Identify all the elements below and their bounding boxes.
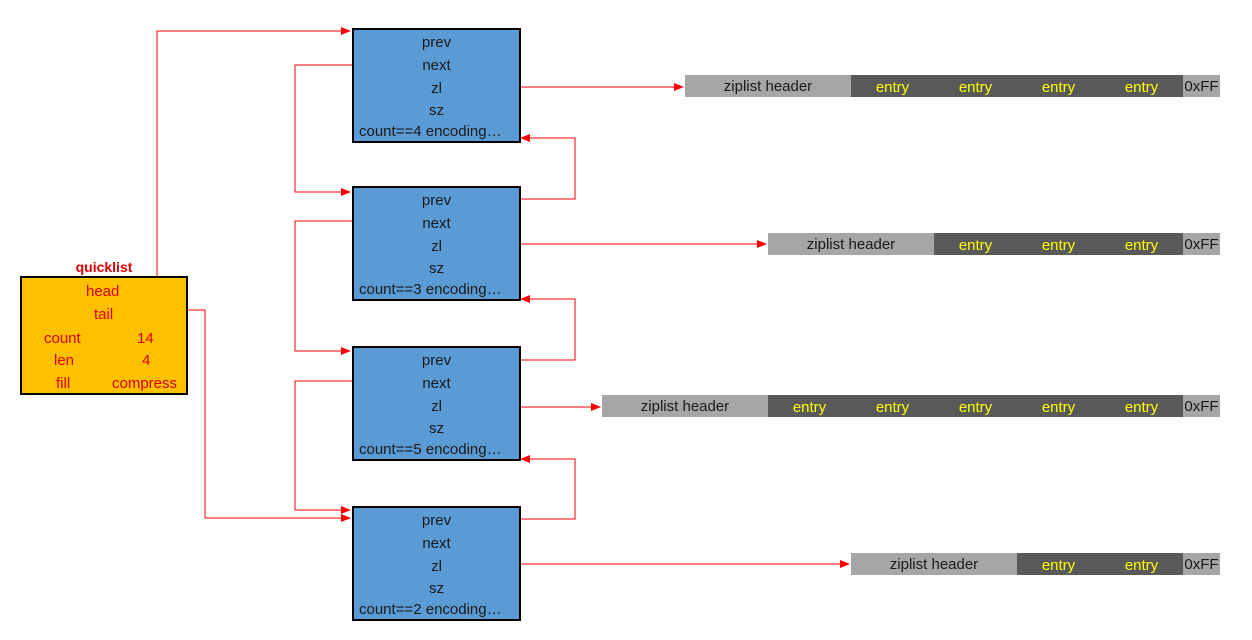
- ziplist-entry: entry: [958, 237, 993, 254]
- ziplist-header: ziplist header: [602, 395, 768, 417]
- node-zl-field: zl: [431, 398, 442, 415]
- node-encoding: encoding…: [425, 123, 502, 140]
- ziplist-end-marker: 0xFF: [1183, 75, 1220, 97]
- ziplist: ziplist header entry entry entry entry e…: [602, 395, 1220, 417]
- node-prev-field: prev: [421, 34, 452, 51]
- node-encoding: encoding…: [425, 601, 502, 618]
- ziplist: ziplist header entry entry entry entry 0…: [685, 75, 1220, 97]
- node-sz-field: sz: [429, 102, 444, 119]
- ziplist-entry: entry: [792, 399, 827, 416]
- quicklist-len-label: len: [54, 352, 75, 369]
- ziplist: ziplist header entry entry 0xFF: [851, 553, 1220, 575]
- node-next-field: next: [422, 57, 451, 74]
- node-count-encoding-field: count==5 encoding…: [354, 441, 517, 459]
- ziplist-header: ziplist header: [851, 553, 1017, 575]
- quicklist-node: prev next zl sz count==4 encoding…: [352, 28, 521, 143]
- node-encoding: encoding…: [425, 441, 502, 458]
- node-zl-field: zl: [431, 80, 442, 97]
- quicklist-len-value: 4: [142, 352, 151, 369]
- quicklist-node: prev next zl sz count==3 encoding…: [352, 186, 521, 301]
- node-count: count==3: [359, 281, 422, 298]
- node-prev-field: prev: [421, 192, 452, 209]
- ziplist-entry: entry: [1124, 237, 1159, 254]
- ziplist-header: ziplist header: [768, 233, 934, 255]
- ziplist-entry: entry: [958, 399, 993, 416]
- ziplist-end-marker: 0xFF: [1183, 553, 1220, 575]
- ziplist-end-marker: 0xFF: [1183, 233, 1220, 255]
- node-count: count==4: [359, 123, 422, 140]
- ziplist-entry: entry: [1041, 557, 1076, 574]
- quicklist-compress-label: compress: [112, 375, 178, 392]
- ziplist-entry: entry: [1041, 79, 1076, 96]
- quicklist-head-field: head: [86, 283, 120, 300]
- quicklist-tail-field: tail: [94, 306, 114, 323]
- quicklist-count-value: 14: [137, 330, 154, 347]
- quicklist-node: prev next zl sz count==5 encoding…: [352, 346, 521, 461]
- node-zl-field: zl: [431, 238, 442, 255]
- node-next-field: next: [422, 375, 451, 392]
- next-pointer-arrow: [294, 380, 398, 514]
- quicklist-count-label: count: [44, 330, 81, 347]
- node-next-field: next: [422, 535, 451, 552]
- ziplist-entries: entry entry: [1017, 553, 1183, 575]
- ziplist-entry: entry: [1124, 557, 1159, 574]
- node-prev-field: prev: [421, 512, 452, 529]
- node-sz-field: sz: [429, 420, 444, 437]
- quicklist-fill-label: fill: [56, 375, 71, 392]
- ziplist-end-marker: 0xFF: [1183, 395, 1220, 417]
- ziplist-entries: entry entry entry entry: [851, 75, 1183, 97]
- next-pointer-arrow: [294, 64, 398, 196]
- node-zl-field: zl: [431, 558, 442, 575]
- ziplist-entries: entry entry entry: [934, 233, 1183, 255]
- ziplist-entry: entry: [958, 79, 993, 96]
- next-pointer-arrow: [294, 220, 398, 355]
- ziplist-entries: entry entry entry entry entry: [768, 395, 1183, 417]
- node-count-encoding-field: count==3 encoding…: [354, 281, 517, 299]
- ziplist-entry: entry: [1124, 79, 1159, 96]
- node-sz-field: sz: [429, 580, 444, 597]
- ziplist-entry: entry: [875, 79, 910, 96]
- node-count-encoding-field: count==4 encoding…: [354, 123, 517, 141]
- ziplist-entry: entry: [875, 399, 910, 416]
- node-encoding: encoding…: [425, 281, 502, 298]
- ziplist-entry: entry: [1124, 399, 1159, 416]
- ziplist-entry: entry: [1041, 237, 1076, 254]
- ziplist-entry: entry: [1041, 399, 1076, 416]
- node-count-encoding-field: count==2 encoding…: [354, 601, 517, 619]
- ziplist: ziplist header entry entry entry 0xFF: [768, 233, 1220, 255]
- quicklist-node: prev next zl sz count==2 encoding…: [352, 506, 521, 621]
- node-prev-field: prev: [421, 352, 452, 369]
- node-sz-field: sz: [429, 260, 444, 277]
- node-count: count==5: [359, 441, 422, 458]
- node-next-field: next: [422, 215, 451, 232]
- quicklist-title: quicklist: [75, 259, 133, 275]
- ziplist-header: ziplist header: [685, 75, 851, 97]
- quicklist-struct: head tail count 14 len 4 fill compress: [20, 276, 188, 395]
- node-count: count==2: [359, 601, 422, 618]
- head-pointer-arrow: [128, 27, 351, 291]
